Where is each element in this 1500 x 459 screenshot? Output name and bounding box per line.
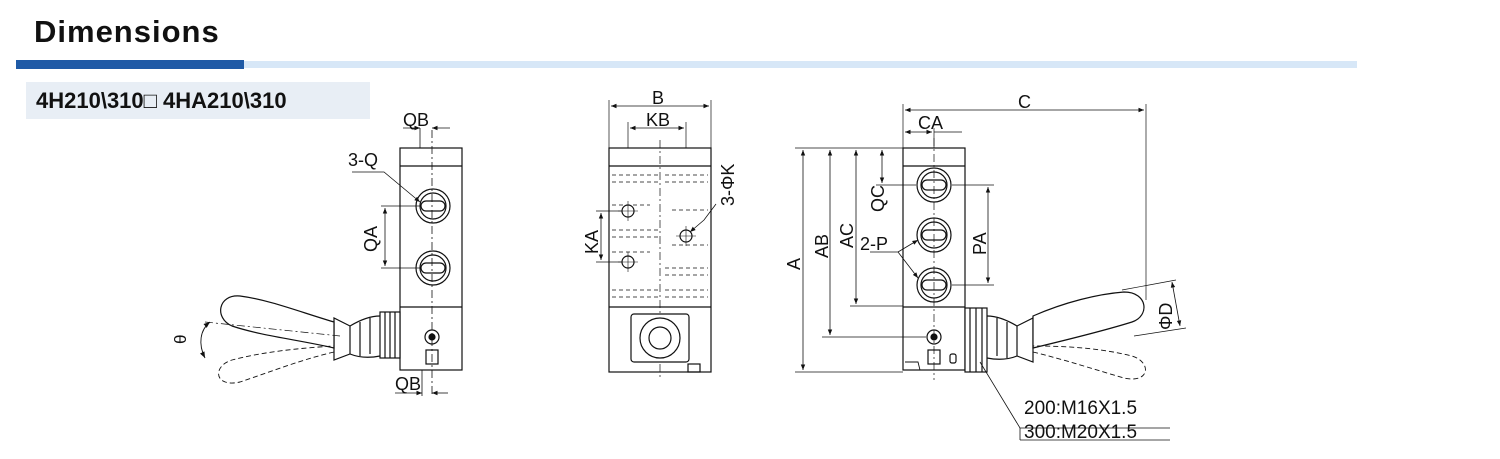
front-qa-label: QA — [361, 226, 381, 252]
rear-lever-ghost — [1032, 345, 1146, 380]
front-handle-collar — [333, 311, 401, 361]
side-b-label: B — [652, 88, 664, 108]
front-theta-label: θ — [171, 335, 190, 344]
side-ka-label: KA — [582, 230, 602, 254]
front-lever-ghost — [218, 345, 335, 384]
model-label-background — [26, 82, 370, 119]
front-lever-icon — [220, 295, 335, 349]
front-valve-body — [399, 147, 463, 371]
rear-handle-collar — [964, 307, 1034, 373]
rear-ca-label: CA — [918, 113, 943, 133]
rear-view — [795, 104, 1187, 441]
rear-port-top-icon — [916, 167, 952, 203]
rear-phid-label: ΦD — [1156, 303, 1176, 330]
page-title: Dimensions — [34, 14, 220, 49]
side-view — [596, 100, 717, 380]
side-handle-nut-icon — [630, 313, 690, 363]
front-qb-bottom-label: QB — [395, 374, 421, 394]
model-label: 4H210\310□ 4HA210\310 — [36, 88, 287, 113]
title-underline-accent — [16, 60, 244, 69]
thread-note-line2: 300:M20X1.5 — [1024, 422, 1137, 443]
rear-lever-icon — [1032, 291, 1145, 349]
front-port-upper-icon — [415, 188, 451, 224]
title-underline-rule — [244, 61, 1357, 68]
front-qb-top-label: QB — [403, 110, 429, 130]
rear-port-bottom-icon — [916, 267, 952, 303]
rear-qc-label: QC — [868, 185, 888, 212]
rear-2p-label: 2-P — [860, 234, 888, 254]
rear-ac-label: AC — [837, 223, 857, 248]
front-pilot-screw-icon — [424, 329, 440, 345]
side-kb-label: KB — [646, 110, 670, 130]
front-view — [199, 125, 463, 396]
rear-pa-label: PA — [970, 232, 990, 255]
rear-a-label: A — [784, 258, 804, 270]
rear-ab-label: AB — [812, 234, 832, 258]
side-3k-label: 3-ΦK — [718, 164, 738, 206]
rear-c-label: C — [1018, 92, 1031, 112]
thread-note-line1: 200:M16X1.5 — [1024, 398, 1137, 419]
rear-port-middle-icon — [916, 217, 952, 253]
front-3q-label: 3-Q — [348, 150, 378, 170]
rear-pilot-screw-icon — [926, 329, 942, 345]
